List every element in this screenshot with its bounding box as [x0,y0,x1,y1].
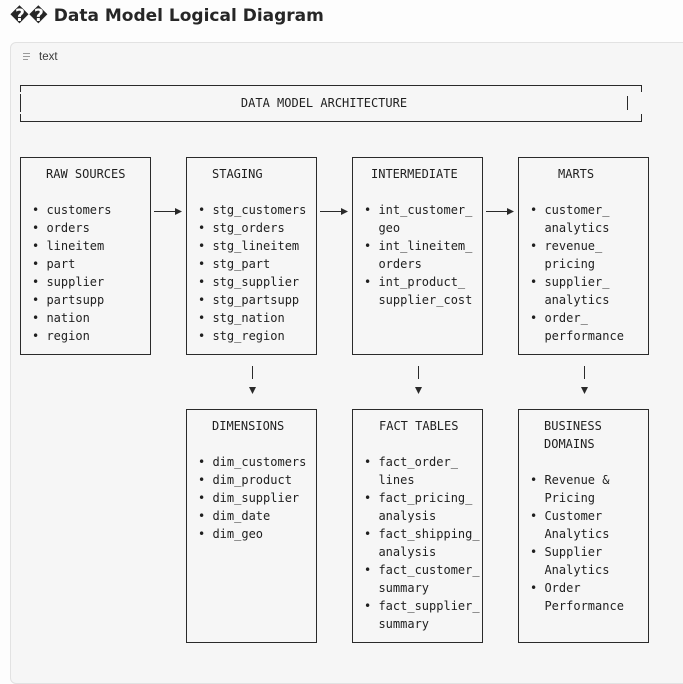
raw-sources-item: • orders [32,221,90,235]
fact-tables-item: summary [364,617,429,631]
business-domains-item: Analytics [530,527,609,541]
marts-item: performance [530,329,624,343]
raw-sources-box: RAW SOURCES • customers • orders • lineitem… [20,157,151,355]
staging-box: STAGING • stg_customers • stg_orders • stg_… [186,157,317,355]
fact-tables-item: analysis [364,509,436,523]
flow-arrowhead [341,208,348,215]
dimensions-title: DIMENSIONS [212,419,284,433]
business-domains-item: • Supplier [530,545,602,559]
fact-tables-item: summary [364,581,429,595]
architecture-diagram: DATA MODEL ARCHITECTURE RAW SOURCES • cus… [20,85,649,643]
business-domains-item: Performance [530,599,624,613]
staging-item: • stg_orders [198,221,285,235]
intermediate-title: INTERMEDIATE [371,167,458,181]
fact-tables-item: lines [364,473,415,487]
staging-item: • stg_supplier [198,275,299,289]
staging-frame [186,157,317,355]
raw-sources-item: • lineitem [32,239,104,253]
marts-item: • order_ [530,311,589,325]
raw-sources-item: • partsupp [32,293,104,307]
fact-tables-item: • fact_pricing_ [364,491,473,505]
marts-title: MARTS [558,167,594,181]
code-language-label: text [39,51,58,63]
flow-arrowhead [175,208,182,215]
intermediate-item: orders [364,257,422,271]
staging-item: • stg_nation [198,311,285,325]
dimensions-item: • dim_supplier [198,491,299,505]
fact-tables-frame [352,409,483,643]
raw-sources-item: • region [32,329,90,343]
fact-tables-box: FACT TABLES • fact_order_ lines • fact_pri… [352,409,483,643]
fact-tables-item: • fact_customer_ [364,563,480,577]
code-block-header: text [23,51,58,63]
fact-tables-item: • fact_order_ [364,455,459,469]
business-domains-item: • Customer [530,509,602,523]
raw-sources-item: • supplier [32,275,104,289]
marts-item: analytics [530,221,609,235]
marts-box: MARTS • customer_ analytics • revenue_ pri… [518,157,649,355]
dimensions-item: • dim_customers [198,455,306,469]
intermediate-item: geo [364,221,400,235]
dimensions-frame [186,409,317,643]
dimensions-item: • dim_product [198,473,292,487]
intermediate-item: • int_customer_ [364,203,473,217]
staging-item: • stg_part [198,257,270,271]
business-domains-title: BUSINESS [544,419,602,433]
marts-item: • customer_ [530,203,610,217]
intermediate-item: supplier_cost [364,293,472,307]
staging-item: • stg_partsupp [198,293,299,307]
marts-frame [518,157,649,355]
diagram-boxes: RAW SOURCES • customers • orders • lineitem… [20,157,649,643]
raw-sources-item: • part [32,257,75,271]
marts-item: analytics [530,293,609,307]
business-domains-box: BUSINESS DOMAINS • Revenue & Pricing • Cust… [518,409,649,643]
fact-tables-title: FACT TABLES [379,419,458,433]
intermediate-frame [352,157,483,355]
fact-tables-item: • fact_shipping_ [364,527,480,541]
business-domains-item: Pricing [530,491,595,505]
flow-arrowhead [507,208,514,215]
marts-item: pricing [530,257,595,271]
staging-title: STAGING [212,167,263,181]
intermediate-box: INTERMEDIATE • int_customer_ geo • int_lin… [352,157,483,355]
raw-sources-item: • customers [32,203,111,217]
intermediate-item: • int_lineitem_ [364,239,473,253]
business-domains-title: DOMAINS [544,437,595,451]
business-domains-item: • Order [530,581,581,595]
dimensions-box: DIMENSIONS • dim_customers • dim_product • … [186,409,317,643]
down-arrowhead [415,387,422,394]
raw-sources-title: RAW SOURCES [46,167,125,181]
fact-tables-item: analysis [364,545,436,559]
intermediate-item: • int_product_ [364,275,466,289]
diagram-arrows [154,208,588,394]
marts-item: • supplier_ [530,275,610,289]
staging-item: • stg_region [198,329,285,343]
diagram-header: DATA MODEL ARCHITECTURE [20,85,642,122]
staging-item: • stg_customers [198,203,306,217]
business-domains-item: • Revenue & [530,473,610,487]
fact-tables-item: • fact_supplier_ [364,599,480,613]
marts-item: • revenue_ [530,239,603,253]
header-frame [20,85,642,122]
doc-lines-icon [23,52,31,62]
dimensions-item: • dim_geo [198,527,263,541]
staging-item: • stg_lineitem [198,239,299,253]
diagram-header-title: DATA MODEL ARCHITECTURE [241,96,407,110]
business-domains-frame [518,409,649,643]
raw-sources-item: • nation [32,311,90,325]
raw-sources-frame [20,157,151,355]
down-arrowhead [249,387,256,394]
dimensions-item: • dim_date [198,509,270,523]
down-arrowhead [581,387,588,394]
page-title: �� Data Model Logical Diagram [10,6,324,26]
business-domains-item: Analytics [530,563,609,577]
